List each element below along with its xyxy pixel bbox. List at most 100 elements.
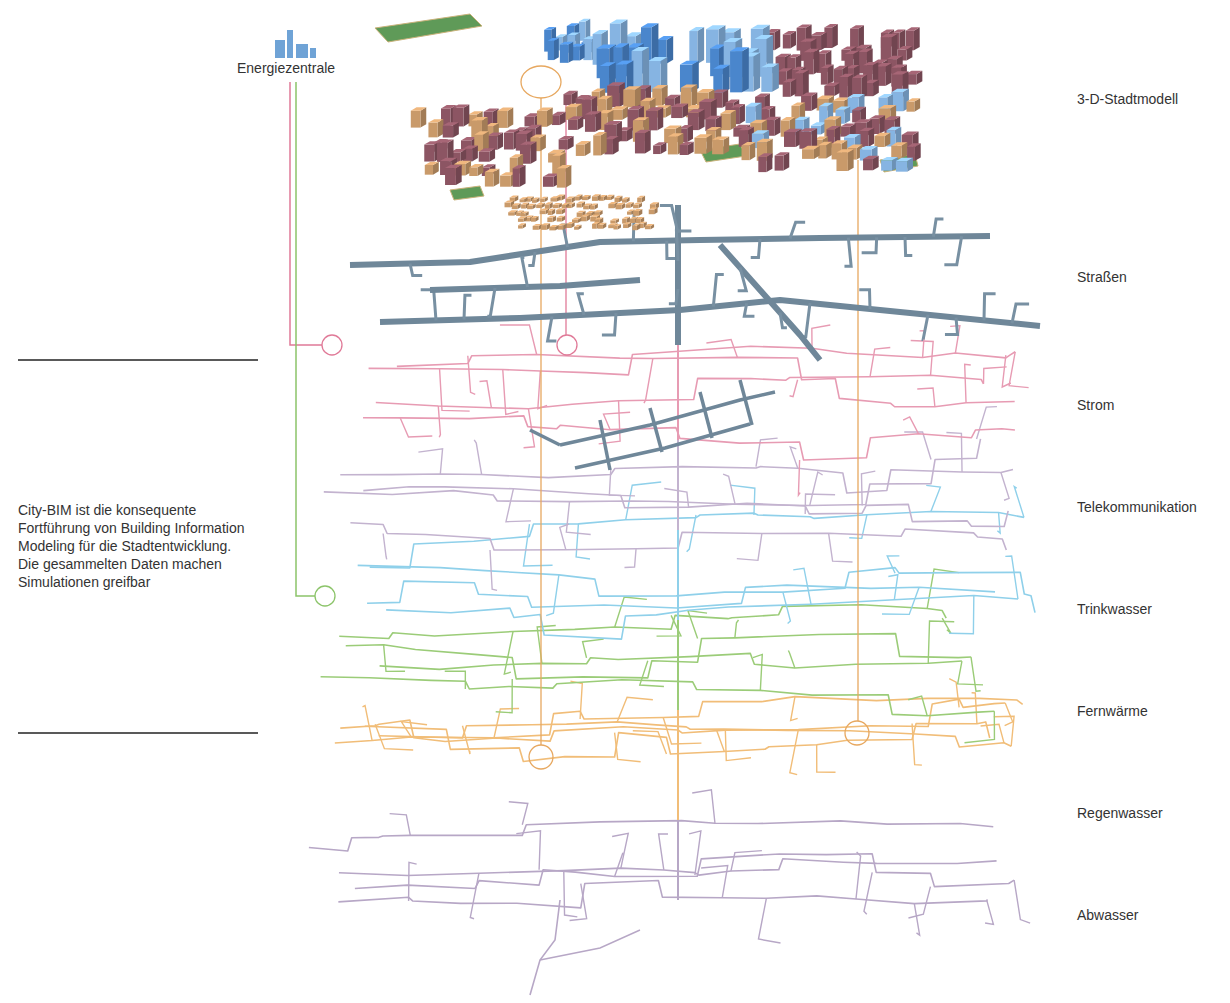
building-roof (689, 27, 704, 31)
building (689, 27, 704, 64)
building-roof (892, 71, 909, 74)
building (549, 225, 558, 230)
building (637, 196, 645, 203)
building-front (576, 144, 585, 156)
building-roof (874, 133, 890, 136)
building-roof (652, 85, 667, 88)
building-roof (778, 68, 793, 71)
building-roof (824, 24, 837, 27)
network-branch (496, 679, 513, 713)
network-branch (964, 711, 994, 742)
building-roof (706, 25, 725, 29)
building-front (615, 198, 620, 202)
layer-label: Abwasser (1075, 906, 1140, 924)
building-front (616, 205, 622, 209)
building-roof (581, 214, 590, 216)
building-front (633, 211, 639, 216)
building-front (627, 212, 631, 215)
building (649, 208, 658, 215)
building-front (626, 204, 631, 208)
building-roof (527, 204, 536, 206)
building (541, 223, 550, 230)
building (428, 119, 443, 137)
building-roof (755, 94, 770, 97)
building (552, 112, 566, 125)
building-roof (623, 222, 631, 224)
building-roof (824, 116, 841, 119)
building-roof (850, 25, 864, 28)
building-roof (474, 131, 489, 134)
side-road (602, 313, 616, 335)
building-roof (721, 110, 736, 113)
side-road (1012, 304, 1029, 323)
building-side (645, 130, 651, 154)
network-branch (624, 549, 636, 568)
network-branch (503, 370, 519, 415)
building-side (775, 29, 781, 50)
network-branch (612, 833, 628, 868)
building-roof (891, 142, 907, 145)
building-side (601, 132, 607, 156)
side-road (933, 219, 943, 237)
building (547, 216, 556, 222)
building-front (549, 227, 555, 230)
building-roof (764, 117, 781, 120)
building (730, 47, 749, 92)
road (350, 236, 990, 265)
building-roof (616, 203, 626, 205)
building-roof (610, 19, 628, 23)
building (775, 152, 790, 170)
building-roof (560, 42, 573, 45)
building-front (689, 31, 697, 64)
building-roof (428, 119, 443, 122)
network-branch (609, 469, 635, 496)
network-branch (1014, 880, 1030, 923)
building-front (758, 157, 766, 172)
building-front (566, 199, 572, 203)
side-road (859, 290, 870, 309)
building (559, 136, 574, 150)
network-line (397, 355, 1015, 407)
building-front (545, 204, 550, 209)
building (513, 165, 526, 187)
building-roof (437, 139, 454, 142)
building-roof (633, 209, 642, 211)
network-branch (942, 618, 951, 634)
building (694, 134, 712, 153)
network-branch (958, 661, 983, 685)
building-front (824, 86, 834, 96)
building (783, 79, 797, 97)
building-front (622, 199, 626, 203)
network-branch (506, 489, 531, 522)
building-front (533, 226, 539, 230)
building-roof (879, 105, 897, 108)
building (560, 42, 573, 63)
building (479, 148, 495, 161)
network-branch (870, 348, 890, 377)
network-line (355, 854, 1014, 889)
building-front (518, 218, 524, 221)
road (650, 408, 662, 452)
building-front (557, 218, 562, 222)
building-front (623, 224, 628, 228)
building-roof (592, 194, 601, 196)
network-branch (790, 380, 798, 397)
building-roof (604, 121, 622, 124)
network-line (376, 375, 984, 408)
layer-label: Straßen (1075, 268, 1129, 286)
building (616, 203, 626, 209)
network-branch (701, 866, 728, 898)
building-roof (592, 88, 605, 91)
network-branch (1001, 473, 1009, 501)
building-side (635, 86, 641, 107)
building-front (536, 205, 541, 208)
building-roof (468, 111, 482, 114)
building-front (487, 136, 497, 150)
probe-circle (845, 721, 869, 745)
building (680, 142, 694, 155)
network-branch (912, 724, 922, 766)
network-branch (390, 814, 411, 836)
building-front (543, 177, 554, 187)
network-line (540, 930, 640, 960)
network-branch (793, 568, 811, 604)
